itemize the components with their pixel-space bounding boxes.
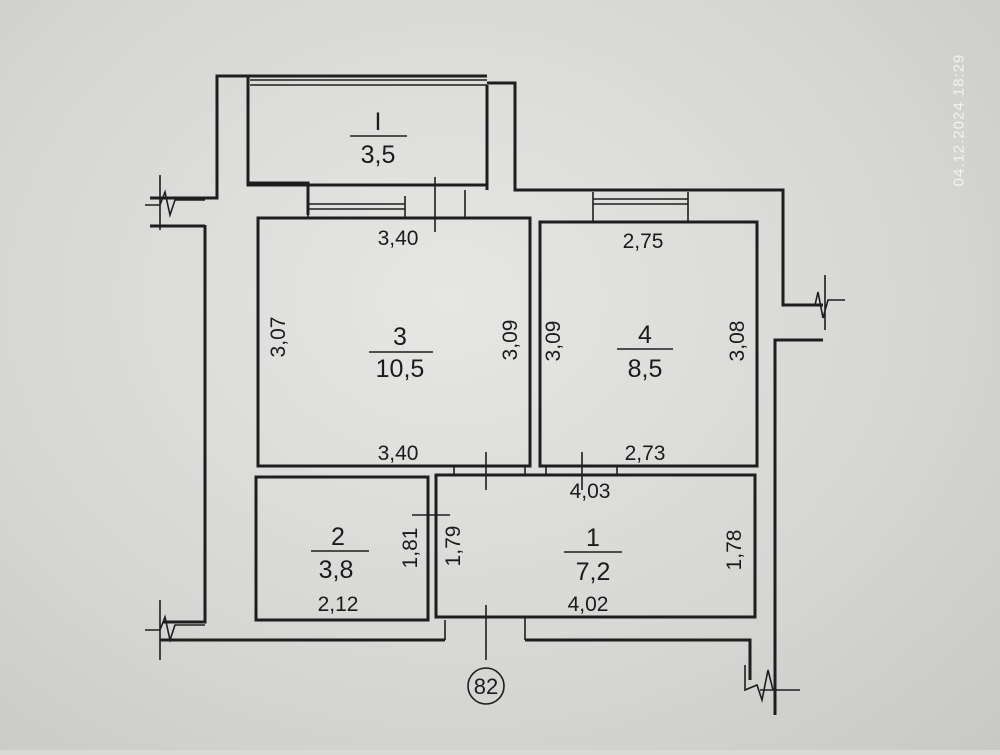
apartment-number: 82: [474, 674, 498, 699]
room-3-dim-bottom: 3,40: [378, 442, 419, 465]
apartment-number-circle: [467, 667, 505, 705]
room-4-area: 8,5: [628, 355, 663, 383]
room-3-dim-right: 3,09: [499, 320, 522, 361]
break-mark-right: [795, 275, 845, 330]
room-4-outline: [538, 220, 759, 468]
room-1-dim-left: 1,79: [442, 526, 465, 567]
window-balcony: [250, 79, 487, 86]
doors: [412, 177, 618, 660]
break-mark-left-bottom: [145, 600, 205, 660]
timestamp-text: 04.12.2024 18:29: [950, 53, 968, 187]
outer-wall-bottom: [160, 638, 752, 680]
room-balcony-area: 3,5: [361, 141, 396, 169]
balcony-wall: [246, 74, 489, 190]
room-2-area: 3,8: [319, 556, 354, 584]
break-mark-bottom: [744, 665, 800, 704]
room-2-dim-right: 1,81: [399, 528, 422, 569]
room-1-dim-right: 1,78: [723, 530, 746, 571]
room-4-dim-right: 3,08: [726, 321, 749, 362]
fraction-lines: [311, 135, 673, 553]
room-3-outline: [256, 216, 532, 468]
room-3-area: 10,5: [376, 355, 425, 383]
room-4-dim-bottom: 2,73: [625, 442, 666, 465]
break-mark-left-top: [145, 175, 205, 230]
room-balcony-number: I: [375, 108, 382, 136]
room-3-dim-left: 3,07: [267, 317, 290, 358]
room-1-area: 7,2: [576, 558, 611, 586]
room-4-dim-top: 2,75: [623, 230, 664, 253]
outer-wall-left: [150, 74, 310, 624]
photo-timestamp: 04.12.2024 18:29: [944, 20, 974, 220]
room-2-number: 2: [331, 523, 345, 551]
room-4-dim-left: 3,09: [542, 321, 565, 362]
room-1-dim-bottom: 4,02: [568, 593, 609, 616]
room-1-number: 1: [586, 524, 600, 552]
window-room-4: [592, 192, 689, 222]
outer-wall-top: [487, 81, 823, 715]
room-2-dim-bottom: 2,12: [318, 593, 359, 616]
room-3-number: 3: [393, 323, 407, 351]
room-4-number: 4: [638, 321, 652, 349]
room-3-dim-top: 3,40: [378, 227, 419, 250]
window-room-3: [307, 190, 466, 218]
room-1-dim-top: 4,03: [570, 480, 611, 503]
